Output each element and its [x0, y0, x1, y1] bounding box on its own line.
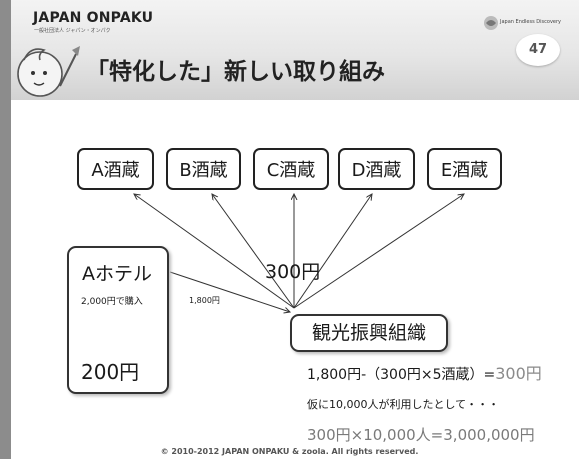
- arrow-to-brewery-e: [293, 194, 464, 309]
- brewery-box-b: B酒蔵: [166, 148, 241, 190]
- page-number-badge: 47: [516, 34, 560, 66]
- scenario-text: 仮に10,000人が利用したとして・・・: [307, 398, 500, 411]
- brewery-box-c: C酒蔵: [253, 148, 329, 190]
- organization-name: 観光振興組織: [311, 322, 426, 344]
- hotel-share: 200円: [81, 360, 140, 384]
- arrow-to-brewery-b: [212, 194, 295, 309]
- partner-logo-text: Japan Endless Discovery: [500, 19, 562, 25]
- japan-onpaku-logo: JAPAN ONPAKU: [33, 10, 154, 26]
- logo-subtext: 一般社団法人 ジャパン・オンパク: [34, 28, 111, 34]
- arrow-to-brewery-a: [134, 194, 295, 309]
- mascot-icon: [17, 46, 80, 97]
- brewery-box-a: A酒蔵: [77, 148, 154, 190]
- arrow-to-brewery-d: [293, 194, 372, 309]
- hotel-box: [67, 246, 169, 394]
- fee-to-organization: 1,800円: [189, 296, 220, 305]
- partner-logo-icon: [484, 16, 498, 30]
- brewery-box-e: E酒蔵: [427, 148, 502, 190]
- left-accent-bar: [0, 0, 11, 459]
- hotel-purchase-price: 2,000円で購入: [81, 297, 143, 307]
- formula-result: 300円: [495, 364, 542, 383]
- formula-expression: 1,800円-（300円×5酒蔵）=: [307, 367, 496, 383]
- arrow-hotel-to-org: [169, 271, 290, 312]
- copyright-footer: © 2010-2012 JAPAN ONPAKU & zoola. All ri…: [160, 447, 419, 456]
- organization-box: [290, 314, 448, 352]
- slide-title: 「特化した」新しい取り組み: [86, 59, 385, 85]
- calculation-formula: 1,800円-（300円×5酒蔵）=300円: [307, 360, 542, 384]
- header-band: [11, 0, 579, 100]
- brewery-payment-label: 300円: [265, 261, 321, 283]
- brewery-box-d: D酒蔵: [338, 148, 415, 190]
- total-revenue: 300円×10,000人=3,000,000円: [307, 426, 535, 444]
- hotel-name: Aホテル: [82, 263, 152, 285]
